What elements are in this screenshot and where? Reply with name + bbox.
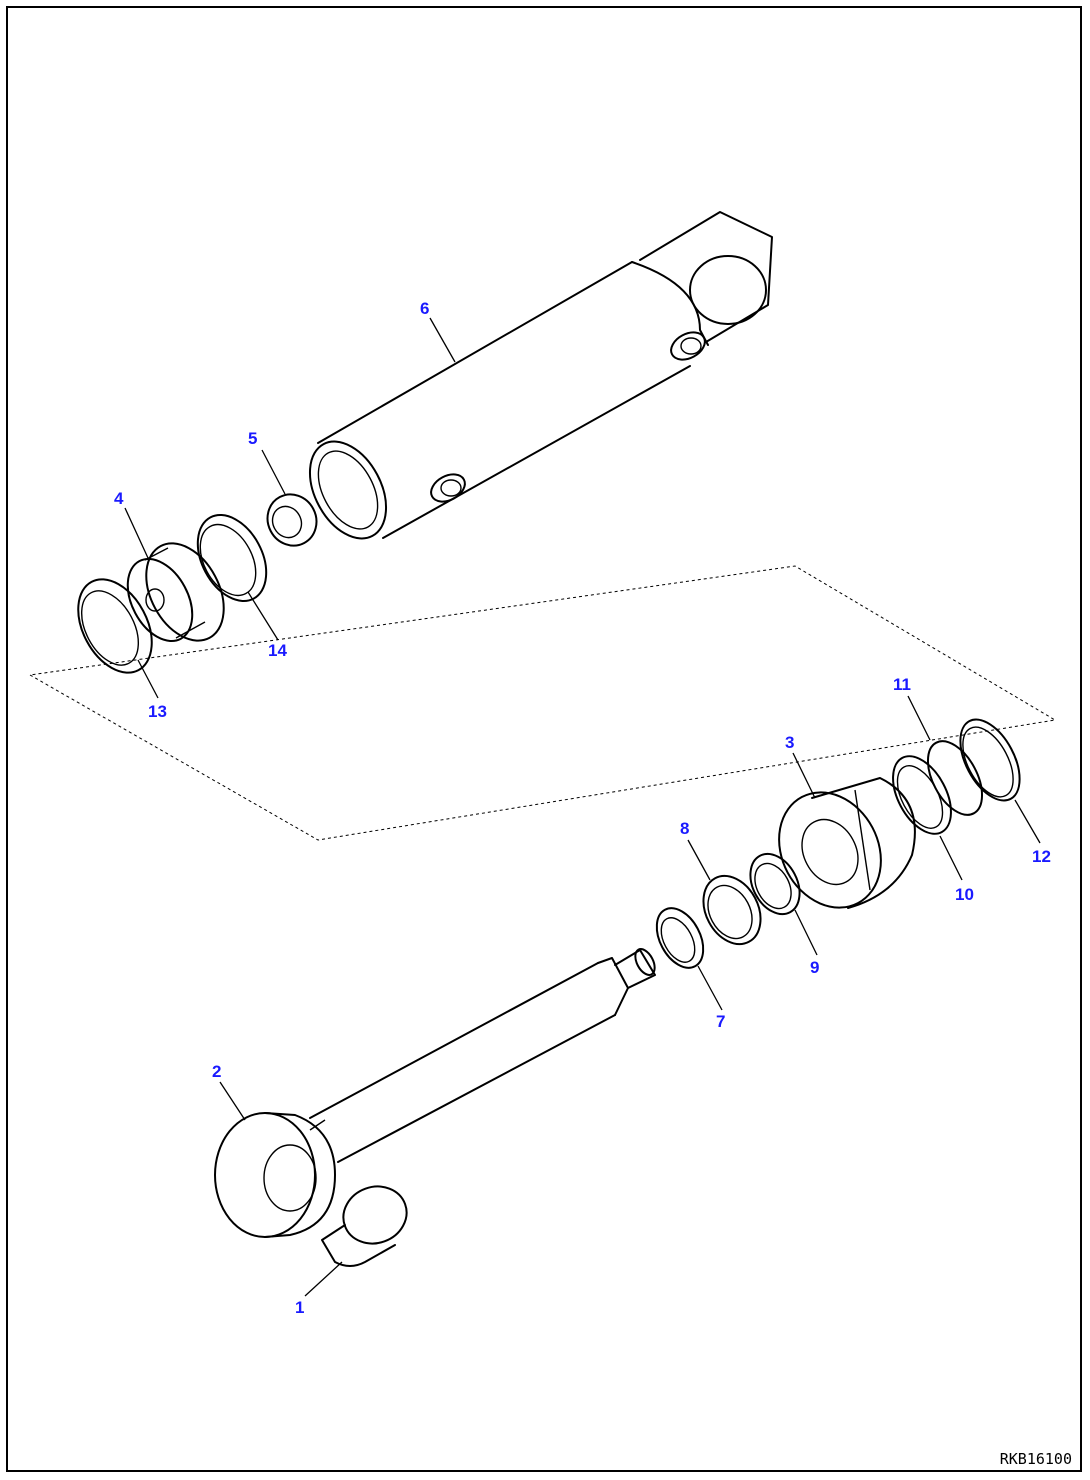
callout-4: 4 xyxy=(114,489,124,508)
callout-3: 3 xyxy=(785,733,794,752)
piston xyxy=(126,542,225,643)
callout-7: 7 xyxy=(716,1012,725,1031)
callout-1: 1 xyxy=(295,1298,304,1317)
callout-13: 13 xyxy=(148,702,167,721)
leader-lines xyxy=(124,317,1041,1297)
callout-10: 10 xyxy=(955,885,974,904)
callout-12: 12 xyxy=(1032,847,1051,866)
callout-2: 2 xyxy=(212,1062,221,1081)
cylinder-tube xyxy=(308,211,773,540)
callout-8: 8 xyxy=(680,819,689,838)
cylinder-head xyxy=(778,777,916,909)
callout-14: 14 xyxy=(268,641,287,660)
o-ring-outer xyxy=(959,718,1021,802)
drawing-frame xyxy=(6,6,1082,1472)
piston-rod xyxy=(214,948,656,1238)
callout-11: 11 xyxy=(893,675,911,694)
assembly-divider xyxy=(29,565,1057,841)
nut xyxy=(266,493,318,547)
piston-seal-ring xyxy=(77,578,153,674)
dust-seal xyxy=(655,907,705,969)
callout-6: 6 xyxy=(420,299,429,318)
wear-ring xyxy=(196,514,268,602)
callout-9: 9 xyxy=(810,958,819,977)
o-ring-inner xyxy=(926,740,984,816)
buffer-ring xyxy=(749,852,801,916)
backup-ring xyxy=(892,755,952,835)
rod-seal xyxy=(702,874,762,946)
callout-5: 5 xyxy=(248,429,257,448)
drawing-code: RKB16100 xyxy=(999,1450,1072,1468)
bushing xyxy=(321,1185,408,1267)
